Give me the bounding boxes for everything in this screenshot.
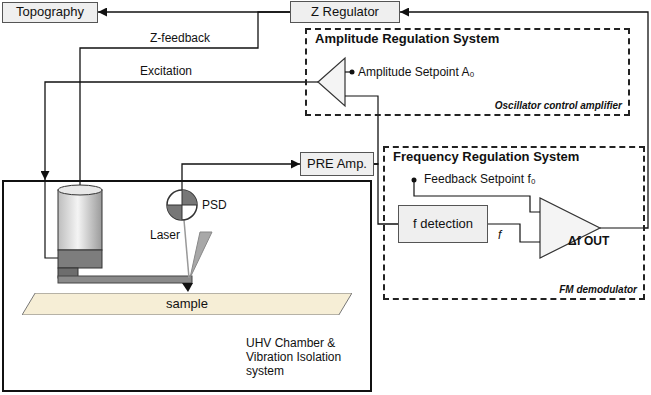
node-label: f detection — [413, 217, 473, 232]
terminal-dot — [350, 70, 355, 75]
process-box: f detection — [398, 205, 488, 243]
scanner-top — [58, 185, 102, 195]
psd-detector — [167, 190, 197, 220]
psd-quadrant — [182, 190, 197, 205]
signal-wire — [345, 96, 378, 116]
signal-connector — [45, 82, 305, 180]
node-label: Z Regulator — [311, 5, 379, 20]
signal-connector — [374, 164, 398, 224]
cantilever — [58, 276, 192, 283]
output-box: Topography — [2, 2, 98, 23]
psd-divider — [167, 190, 197, 220]
node-label: PRE Amp. — [307, 157, 367, 172]
signal-connector — [374, 116, 378, 164]
amplifier-symbol — [318, 58, 345, 106]
terminal-dot — [412, 178, 417, 183]
amplifier-box: PRE Amp. — [300, 152, 374, 176]
scanner-tube — [58, 190, 102, 250]
signal-label: Δf OUT — [568, 234, 609, 248]
signal-label: PSD — [202, 198, 227, 212]
system-group: f detection Frequency Regulation SystemFM… — [383, 146, 645, 300]
signal-label: Amplitude Setpoint A₀ — [358, 65, 474, 79]
signal-wire — [488, 224, 540, 242]
signal-label: f — [498, 228, 501, 242]
psd-quadrant — [167, 205, 182, 220]
group-subtitle: Oscillator control amplifier — [495, 100, 622, 112]
chamber-box: sampleUHV Chamber & Vibration Isolation … — [2, 180, 372, 392]
group-heading: Frequency Regulation System — [393, 150, 579, 165]
signal-label: Excitation — [140, 64, 192, 78]
sample-slab: sample — [22, 293, 352, 315]
node-label: Topography — [16, 5, 84, 20]
laser-beam — [190, 232, 212, 278]
comparator-symbol — [540, 198, 600, 258]
node-label: sample — [166, 297, 208, 312]
group-subtitle: FM demodulator — [559, 284, 637, 296]
signal-label: Z-feedback — [150, 31, 210, 45]
signal-label: Laser — [150, 228, 180, 242]
piezo-actuator — [58, 250, 102, 268]
regulator-box: Z Regulator — [290, 1, 400, 23]
node-label: UHV Chamber & Vibration Isolation system — [246, 336, 364, 378]
slab-shape — [22, 293, 352, 315]
signal-label: Feedback Setpoint f₀ — [424, 172, 536, 186]
output-wire — [600, 227, 645, 228]
excitation-wire — [45, 180, 58, 258]
group-heading: Amplitude Regulation System — [315, 32, 499, 47]
reflected-beam — [184, 220, 189, 278]
signal-connector — [80, 12, 290, 180]
probe-tip — [182, 283, 193, 292]
signal-connector — [182, 164, 300, 180]
